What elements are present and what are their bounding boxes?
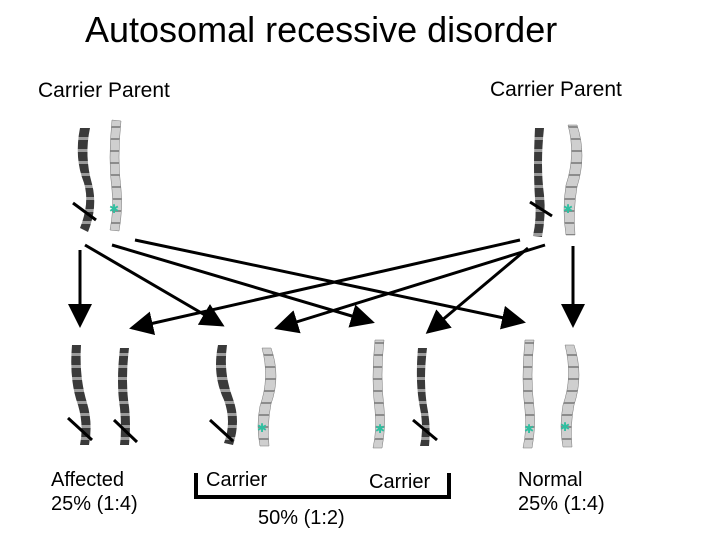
- offspring-probability: 25% (1:4): [51, 493, 138, 515]
- offspring-carrier-1-chromosomes: ✱: [208, 345, 277, 447]
- diagram-title: Autosomal recessive disorder: [85, 9, 558, 50]
- offspring-type: Carrier: [369, 471, 431, 493]
- carrier-group-probability: 50% (1:2): [258, 507, 345, 529]
- chromosome: [257, 347, 277, 447]
- offspring-type: Normal: [518, 469, 583, 491]
- chromosome: [109, 119, 122, 232]
- mutation-slash-icon: [208, 418, 235, 443]
- marker-icon: ✱: [560, 420, 570, 434]
- chromosome: [71, 345, 91, 445]
- chromosome: [118, 348, 130, 445]
- arrow: [425, 246, 529, 334]
- chromosome: [372, 339, 385, 449]
- mutation-slash-icon: [66, 416, 94, 442]
- offspring-type: Affected: [51, 469, 125, 491]
- chromosome: [522, 339, 535, 449]
- offspring-normal-chromosomes: ✱ ✱: [522, 339, 580, 449]
- chromosome: [533, 128, 545, 237]
- chromosome: [563, 124, 583, 236]
- mutation-slash-icon: [412, 418, 438, 442]
- chromosome: [77, 128, 95, 232]
- offspring-affected-chromosomes: [66, 345, 139, 445]
- marker-icon: ✱: [524, 422, 534, 436]
- right-parent-label: Carrier Parent: [490, 78, 622, 101]
- offspring-carrier-2-label: Carrier: [369, 470, 430, 494]
- mutation-slash-icon: [72, 201, 97, 222]
- mutation-slash-icon: [112, 418, 139, 444]
- left-parent-label: Carrier Parent: [38, 79, 170, 102]
- left-parent-chromosomes: ✱: [72, 119, 122, 232]
- mutation-slash-icon: [529, 200, 553, 218]
- offspring-carrier-2-chromosomes: ✱: [372, 339, 438, 449]
- marker-icon: ✱: [563, 202, 573, 216]
- arrow: [111, 243, 375, 328]
- chromosome: [216, 345, 237, 445]
- offspring-normal-label: Normal 25% (1:4): [518, 468, 605, 516]
- marker-icon: ✱: [109, 202, 119, 216]
- offspring-probability: 25% (1:4): [518, 493, 605, 515]
- marker-icon: ✱: [375, 422, 385, 436]
- marker-icon: ✱: [257, 421, 267, 435]
- chromosome: [416, 348, 430, 446]
- offspring-carrier-1-label: Carrier: [206, 468, 267, 492]
- carrier-group-bracket: [194, 473, 451, 499]
- arrow: [129, 238, 521, 336]
- chromosome: [560, 344, 580, 448]
- right-parent-chromosomes: ✱: [529, 124, 583, 237]
- offspring-type: Carrier: [206, 469, 268, 491]
- inheritance-arrows: [68, 238, 585, 336]
- arrow: [274, 243, 546, 334]
- offspring-affected-label: Affected 25% (1:4): [51, 468, 138, 516]
